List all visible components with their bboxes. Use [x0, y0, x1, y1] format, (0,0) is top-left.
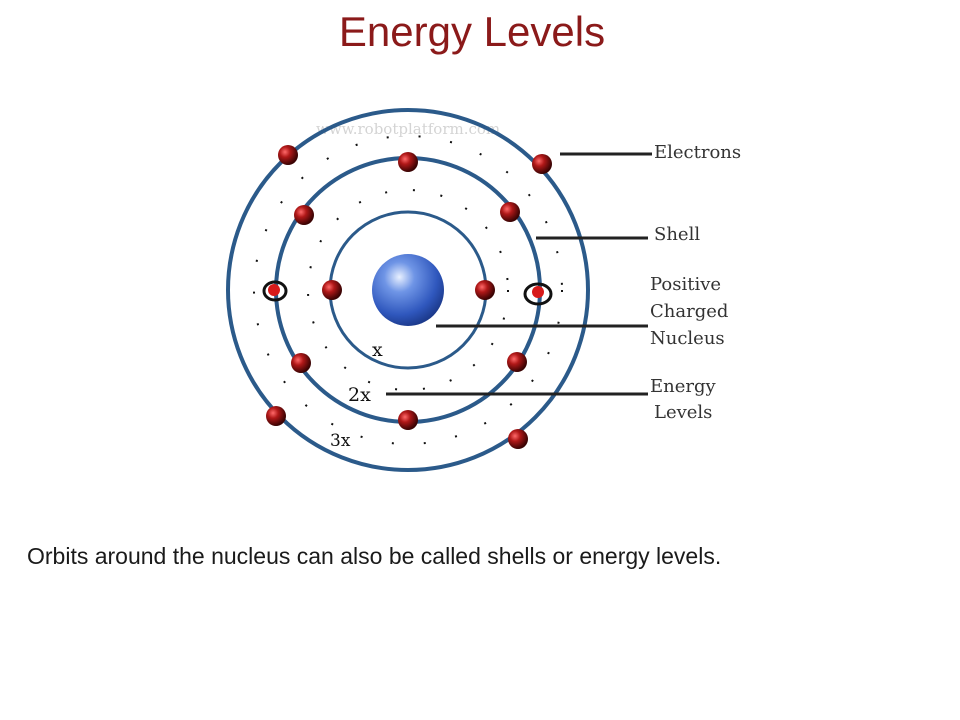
label-electrons: Electrons — [654, 142, 741, 163]
slide-caption: Orbits around the nucleus can also be ca… — [27, 543, 722, 569]
electron-middle-lower-right — [507, 352, 527, 372]
drawn-dots-inner — [307, 189, 509, 391]
shell-mark-inner: x — [372, 339, 383, 361]
label-nucleus-line2: Charged — [650, 301, 728, 322]
shell-mark-outer: 3x — [330, 431, 351, 451]
shell-mark-middle: 2x — [348, 384, 371, 406]
electron-inner-left — [322, 280, 342, 300]
electron-outer-upper-right — [532, 154, 552, 174]
label-nucleus-line1: Positive — [650, 274, 721, 295]
electron-outer-lower-right — [508, 429, 528, 449]
electron-middle-lower-left — [291, 353, 311, 373]
label-energy-line2: Levels — [654, 402, 712, 423]
atom-diagram: www.robotplatform.com — [210, 100, 770, 480]
electron-outer-lower-left — [266, 406, 286, 426]
drawn-electron-left — [268, 284, 280, 296]
drawn-dots-outer — [253, 135, 563, 445]
electron-middle-upper-left — [294, 205, 314, 225]
drawn-circle-right — [523, 282, 553, 306]
slide-title: Energy Levels — [338, 8, 606, 55]
watermark-text: www.robotplatform.com — [316, 120, 500, 138]
drawn-electron-right — [532, 286, 544, 298]
electron-middle-upper-right — [500, 202, 520, 222]
label-energy-line1: Energy — [650, 376, 717, 397]
label-nucleus-line3: Nucleus — [650, 328, 725, 349]
electron-middle-bottom — [398, 410, 418, 430]
nucleus — [372, 254, 444, 326]
electron-outer-upper-left — [278, 145, 298, 165]
outer-shell-ring — [226, 108, 590, 472]
label-shell: Shell — [654, 224, 700, 245]
electron-middle-top — [398, 152, 418, 172]
atom-diagram-svg: www.robotplatform.com — [226, 108, 741, 472]
electron-inner-right — [475, 280, 495, 300]
drawn-circle-left — [262, 280, 288, 302]
